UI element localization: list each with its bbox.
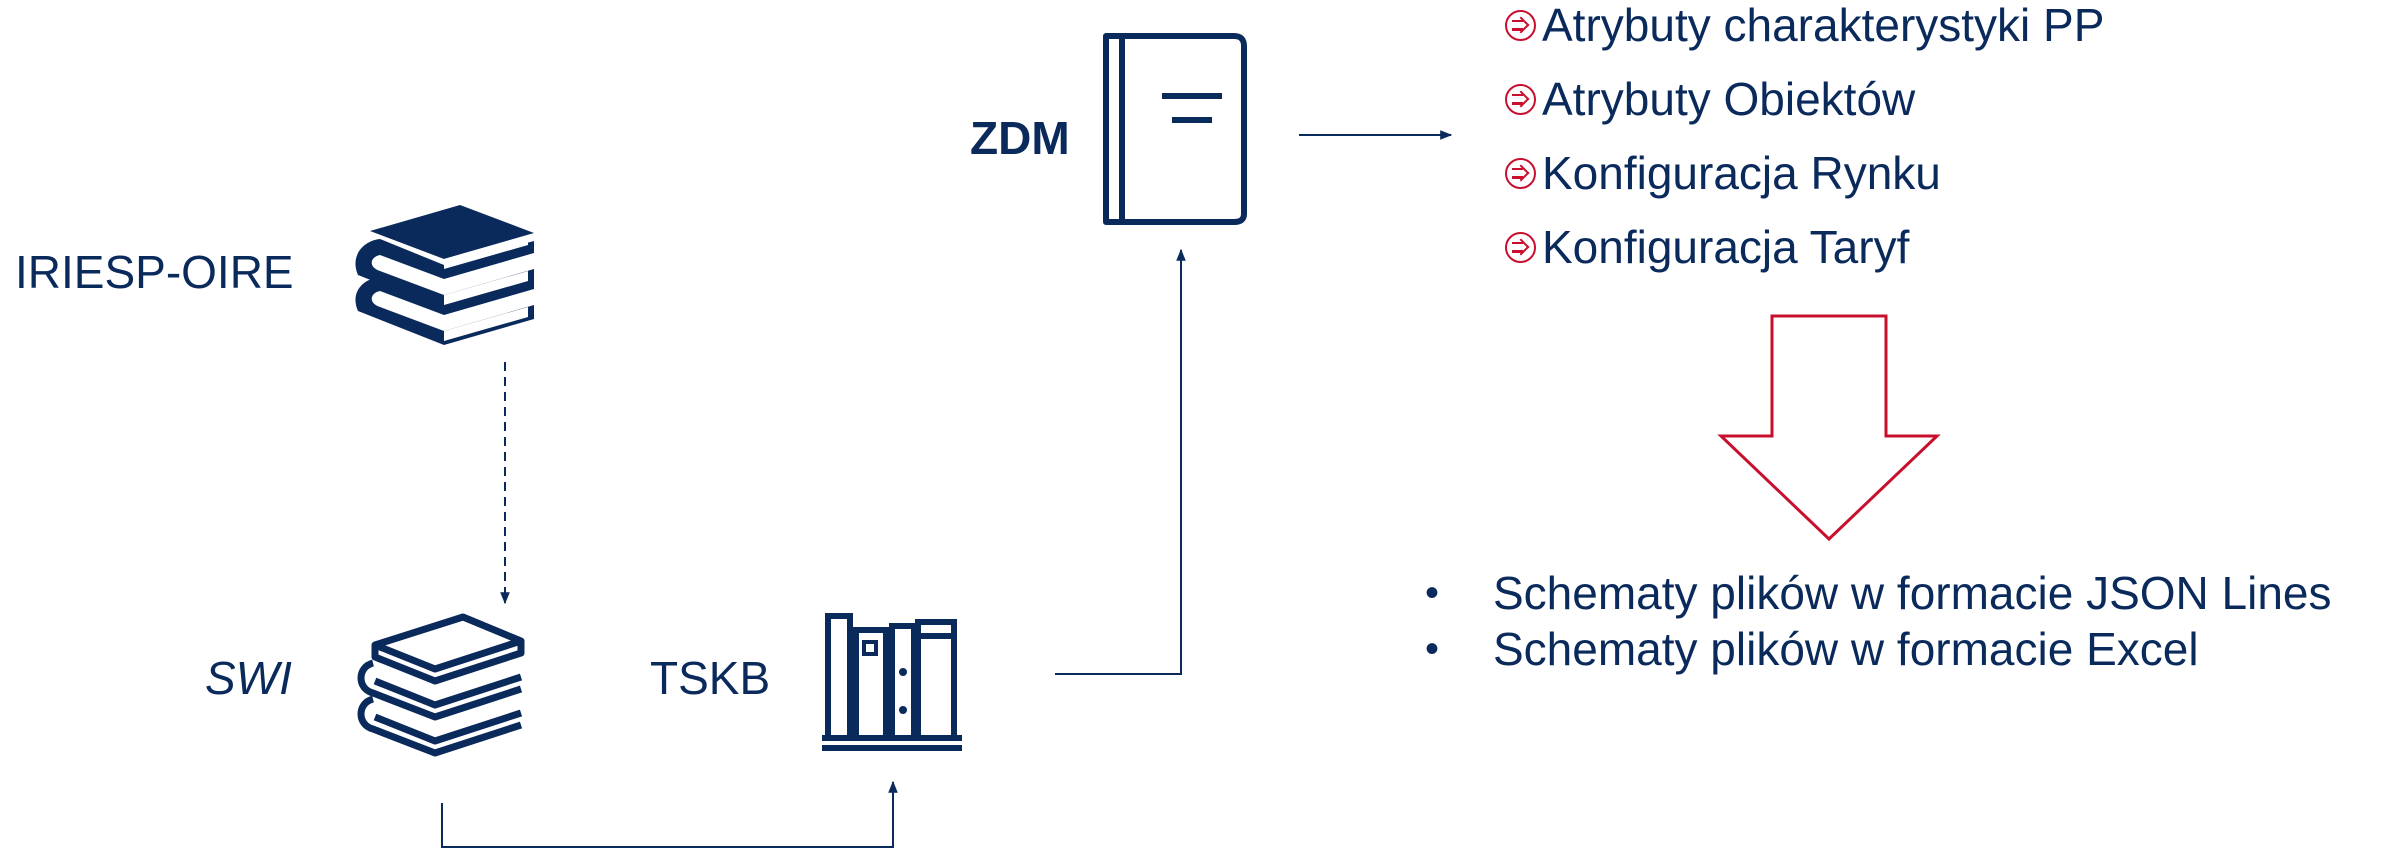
attribute-label: Konfiguracja Rynku <box>1542 147 1941 199</box>
stacked-books-outline-icon <box>357 613 525 757</box>
attribute-item: Konfiguracja Taryf <box>1505 224 1909 270</box>
zdm-label: ZDM <box>970 112 1070 164</box>
attribute-label: Konfiguracja Taryf <box>1542 221 1910 273</box>
tskb-label: TSKB <box>650 652 771 704</box>
circled-arrow-right-icon <box>1505 231 1536 263</box>
attribute-item: Konfiguracja Rynku <box>1505 150 1941 196</box>
output-item: • Schematy plików w formacie Excel <box>1425 626 2199 672</box>
swi-label: SWI <box>205 652 292 704</box>
bullet: • <box>1425 627 1440 671</box>
closed-book-icon <box>1103 33 1247 225</box>
tskb-to-zdm-connector <box>1055 248 1186 675</box>
iriesp-oire-label: IRIESP-OIRE <box>15 246 294 298</box>
circled-arrow-right-icon <box>1505 9 1536 41</box>
attribute-item: Atrybuty Obiektów <box>1505 76 1915 122</box>
bullet: • <box>1425 571 1440 615</box>
stacked-books-filled-icon <box>355 205 534 345</box>
circled-arrow-right-icon <box>1505 83 1536 115</box>
attribute-label: Atrybuty charakterystyki PP <box>1542 0 2105 51</box>
big-down-arrow <box>1717 314 1941 542</box>
output-item: • Schematy plików w formacie JSON Lines <box>1425 570 2332 616</box>
bookshelf-icon <box>822 613 962 751</box>
swi-to-tskb-connector <box>441 780 898 848</box>
circled-arrow-right-icon <box>1505 157 1536 189</box>
output-label: Schematy plików w formacie JSON Lines <box>1493 567 2332 619</box>
output-label: Schematy plików w formacie Excel <box>1493 623 2199 675</box>
attribute-label: Atrybuty Obiektów <box>1542 73 1916 125</box>
attribute-item: Atrybuty charakterystyki PP <box>1505 2 2104 48</box>
